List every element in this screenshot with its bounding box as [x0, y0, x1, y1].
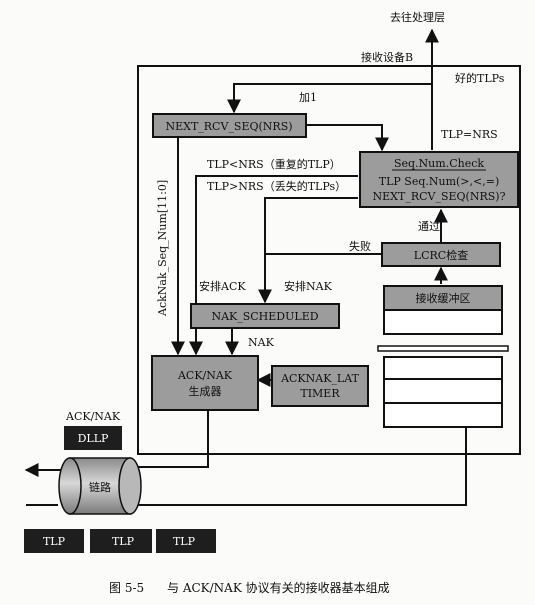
schedule-nak-label: 安排NAK	[284, 279, 333, 293]
schedule-ack-label: 安排ACK	[199, 279, 246, 293]
seq-num-check-title: Seq.Num.Check	[394, 157, 484, 170]
nak-scheduled-text: NAK_SCHEDULED	[211, 310, 318, 323]
next-rcv-seq-box	[152, 113, 307, 138]
tlp-lt-nrs-label: TLP<NRS（重复的TLP）	[207, 157, 341, 171]
receiver-device-boundary	[137, 65, 521, 455]
receive-buffer-label: 接收缓冲区	[416, 291, 471, 305]
receiving-device-label: 接收设备B	[361, 50, 413, 64]
dllp-text: DLLP	[78, 432, 109, 445]
tlp-eq-nrs-label: TLP=NRS	[441, 128, 498, 141]
lcrc-check-text: LCRC检查	[414, 248, 468, 262]
tlp-packet	[24, 529, 84, 553]
failed-label: 失败	[349, 239, 371, 253]
ack-nak-generator-line1: ACK/NAK	[177, 369, 233, 382]
tlp-packet-text: TLP	[43, 535, 66, 548]
tlp-packets: TLP TLP TLP	[24, 529, 216, 553]
seq-num-check-line1: TLP Seq.Num(>,<,=)	[379, 175, 500, 188]
link-text: 链路	[89, 480, 111, 494]
nak-scheduled-box	[190, 303, 340, 329]
tlp-packet-text: TLP	[173, 535, 196, 548]
ack-nak-generator-box	[151, 355, 259, 411]
tlp-packet-text: TLP	[112, 535, 135, 548]
tlp-gt-nrs-label: TLP>NRS（丢失的TLPs）	[207, 179, 346, 193]
receive-buffer	[377, 285, 509, 428]
dllp-packet	[64, 426, 122, 450]
link-cylinder	[58, 457, 142, 515]
passed-label: 通过	[418, 220, 440, 233]
ack-nak-dllp-label: ACK/NAK	[65, 410, 121, 423]
good-tlps-label: 好的TLPs	[455, 71, 505, 85]
acknak-lat-timer-line2: TIMER	[300, 387, 340, 400]
ack-nak-generator-line2: 生成器	[189, 384, 222, 398]
tlp-packet	[90, 529, 152, 553]
acknak-lat-timer-box	[271, 365, 369, 407]
figure-number: 图 5-5	[109, 581, 144, 595]
seq-num-check-line2: NEXT_RCV_SEQ(NRS)?	[373, 190, 506, 203]
to-processing-layer-label: 去往处理层	[390, 10, 445, 24]
seq-num-check-box	[359, 151, 519, 208]
acknak-lat-timer-line1: ACKNAK_LAT	[280, 372, 360, 385]
add-one-label: 加1	[299, 91, 317, 104]
next-rcv-seq-text: NEXT_RCV_SEQ(NRS)	[165, 120, 292, 133]
figure-caption: 与 ACK/NAK 协议有关的接收器基本组成	[167, 580, 390, 595]
lcrc-check-box	[381, 242, 501, 267]
tlp-packet	[156, 529, 216, 553]
nak-label: NAK	[248, 336, 275, 349]
acknak-seq-num-label: AckNak_Seq_Num[11:0]	[156, 180, 169, 317]
